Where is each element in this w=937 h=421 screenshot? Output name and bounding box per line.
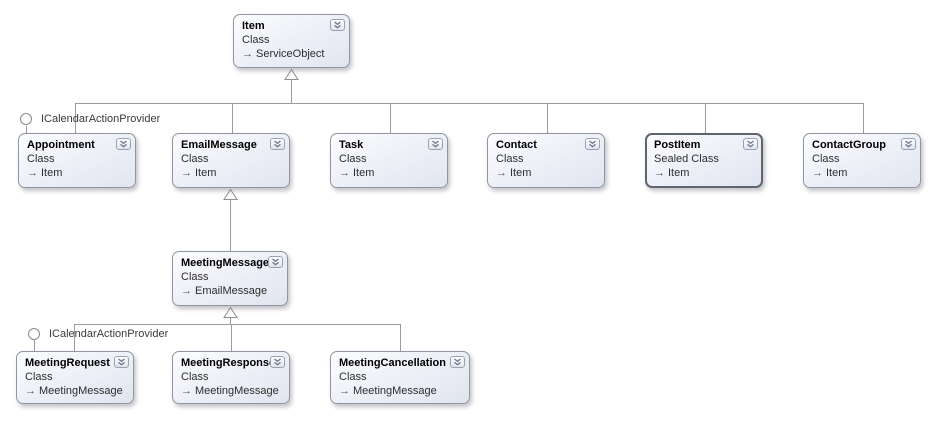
chevron-down-icon [747,140,754,148]
lollipop-stem [34,340,35,351]
collapse-chevron-button[interactable] [268,256,283,268]
class-title: MeetingCancellation [339,357,446,369]
class-box-contactgroup[interactable]: ContactGroup Class →Item [803,133,921,188]
class-kind: Class [25,371,53,383]
connector-line [74,324,75,351]
collapse-chevron-button[interactable] [270,138,285,150]
class-title: MeetingRequest [25,357,110,369]
interface-label: ICalendarActionProvider [41,113,161,125]
class-title: MeetingResponse [181,357,276,369]
collapse-chevron-button[interactable] [450,356,465,368]
chevron-down-icon [905,140,912,148]
interface-lollipop-icon[interactable] [20,113,32,125]
class-base: MeetingMessage [195,385,279,397]
connector-line [863,103,864,133]
class-base: Item [353,167,375,179]
class-base: Item [41,167,63,179]
class-title: Task [339,139,364,151]
class-base: Item [510,167,532,179]
connector-line [74,324,401,325]
connector-line [232,103,233,133]
class-kind: Class [181,271,209,283]
inherits-arrow-icon: → [654,166,665,179]
connector-line [231,324,232,351]
connector-line [705,103,706,133]
class-title: ContactGroup [812,139,886,151]
inherits-arrow-icon: → [339,384,350,397]
inherits-arrow-icon: → [181,384,192,397]
class-box-contact[interactable]: Contact Class →Item [487,133,605,188]
collapse-chevron-button[interactable] [901,138,916,150]
class-base: ServiceObject [256,48,325,60]
connector-line [390,103,391,133]
inherits-arrow-icon: → [27,166,38,179]
connector-line [291,79,292,103]
class-box-postitem[interactable]: PostItem Sealed Class →Item [645,133,763,188]
class-kind: Class [242,34,270,46]
connector-line [547,103,548,133]
class-box-meetingcancellation[interactable]: MeetingCancellation Class →MeetingMessag… [330,351,470,404]
connector-line [75,103,864,104]
connector-line [75,103,76,133]
chevron-down-icon [432,140,439,148]
connector-line [400,324,401,351]
inherits-arrow-icon: → [812,166,823,179]
inherits-arrow-icon: → [181,284,192,297]
inherits-arrow-icon: → [25,384,36,397]
class-title: Contact [496,139,537,151]
chevron-down-icon [274,140,281,148]
class-title: MeetingMessage [181,257,270,269]
class-box-appointment[interactable]: Appointment Class →Item [18,133,136,188]
class-kind: Class [27,153,55,165]
class-box-meetingrequest[interactable]: MeetingRequest Class →MeetingMessage [16,351,134,404]
class-title: Appointment [27,139,95,151]
chevron-down-icon [274,358,281,366]
collapse-chevron-button[interactable] [743,138,758,150]
chevron-down-icon [334,21,341,29]
class-kind: Sealed Class [654,153,719,165]
class-kind: Class [339,153,367,165]
class-base: EmailMessage [195,285,268,297]
inherits-arrow-icon: → [242,47,253,60]
class-kind: Class [496,153,524,165]
class-box-task[interactable]: Task Class →Item [330,133,448,188]
collapse-chevron-button[interactable] [114,356,129,368]
chevron-down-icon [118,358,125,366]
interface-label: ICalendarActionProvider [49,328,169,340]
class-base: MeetingMessage [353,385,437,397]
collapse-chevron-button[interactable] [330,19,345,31]
chevron-down-icon [589,140,596,148]
class-box-meetingresponse[interactable]: MeetingResponse Class →MeetingMessage [172,351,290,404]
class-box-meetingmessage[interactable]: MeetingMessage Class →EmailMessage [172,251,288,306]
class-box-emailmessage[interactable]: EmailMessage Class →Item [172,133,290,188]
chevron-down-icon [120,140,127,148]
chevron-down-icon [454,358,461,366]
class-kind: Class [339,371,367,383]
inherits-arrow-icon: → [339,166,350,179]
class-title: PostItem [654,139,701,151]
class-base: Item [668,167,690,179]
class-base: Item [195,167,217,179]
interface-lollipop-icon[interactable] [28,328,40,340]
inherits-arrow-icon: → [496,166,507,179]
class-kind: Class [181,371,209,383]
collapse-chevron-button[interactable] [116,138,131,150]
collapse-chevron-button[interactable] [585,138,600,150]
class-base: Item [826,167,848,179]
connector-line [230,199,231,251]
class-box-item[interactable]: Item Class →ServiceObject [233,14,350,68]
class-kind: Class [181,153,209,165]
lollipop-stem [26,126,27,133]
collapse-chevron-button[interactable] [428,138,443,150]
connector-line [230,317,231,324]
collapse-chevron-button[interactable] [270,356,285,368]
inherits-arrow-icon: → [181,166,192,179]
chevron-down-icon [272,258,279,266]
class-base: MeetingMessage [39,385,123,397]
class-title: Item [242,20,265,32]
class-title: EmailMessage [181,139,257,151]
class-kind: Class [812,153,840,165]
